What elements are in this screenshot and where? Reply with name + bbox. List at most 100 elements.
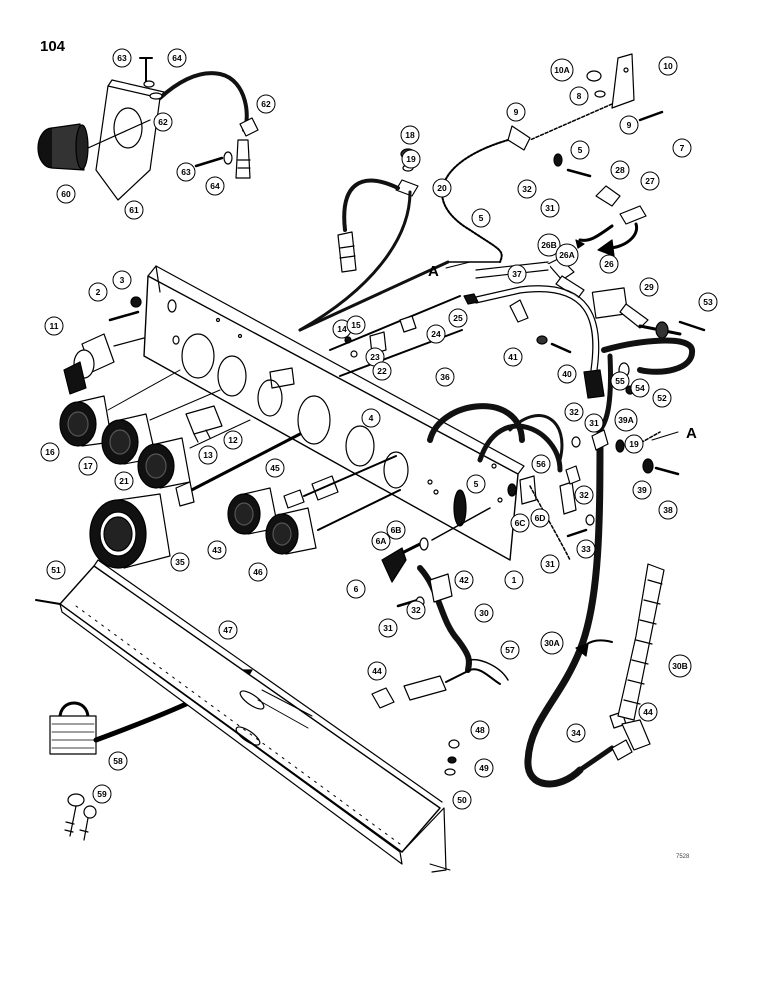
callout-label: 38 [663, 505, 673, 515]
callout-5a: 5 [570, 140, 590, 160]
callout-label: 33 [581, 544, 591, 554]
callout-circle [176, 162, 196, 182]
callout-circle [198, 445, 218, 465]
callout-label: 16 [45, 447, 55, 457]
callout-10a: 10A [550, 58, 574, 82]
callout-circle [540, 198, 560, 218]
callout-circle [256, 94, 276, 114]
callout-label: 62 [158, 117, 168, 127]
callout-circle [448, 308, 468, 328]
callout-63b: 63 [176, 162, 196, 182]
callout-circle [265, 458, 285, 478]
callout-circle [92, 784, 112, 804]
callout-20: 20 [432, 178, 452, 198]
callout-circle [610, 371, 630, 391]
callout-31a: 31 [540, 198, 560, 218]
callout-circle [564, 402, 584, 422]
callout-label: 18 [405, 130, 415, 140]
callout-2: 2 [88, 282, 108, 302]
callout-label: 51 [51, 565, 61, 575]
callout-circle [619, 115, 639, 135]
callout-64b: 64 [205, 176, 225, 196]
callout-circle [371, 531, 391, 551]
callout-44b: 44 [638, 702, 658, 722]
callout-label: 25 [453, 313, 463, 323]
choke-control [381, 465, 581, 583]
callout-circle [584, 413, 604, 433]
callout-label: 42 [459, 575, 469, 585]
callout-36: 36 [435, 367, 455, 387]
callout-circle [474, 603, 494, 623]
callout-label: 32 [569, 407, 579, 417]
callout-circle [599, 254, 619, 274]
callout-label: 24 [431, 329, 441, 339]
callout-circle [205, 176, 225, 196]
callout-circle [112, 48, 132, 68]
callout-circle [435, 367, 455, 387]
callout-circle [386, 520, 406, 540]
callout-label: 36 [440, 372, 450, 382]
callout-label: 60 [61, 189, 71, 199]
page-code: 7528 [676, 854, 690, 860]
callout-circle [557, 364, 577, 384]
callout-circle [400, 125, 420, 145]
lower-cover-panel [35, 559, 451, 873]
callout-circle [108, 751, 128, 771]
callout-circle [471, 208, 491, 228]
callout-64a: 64 [167, 48, 187, 68]
section-a-leader-right [651, 431, 679, 441]
callout-label: 6C [515, 518, 526, 528]
callout-circle [218, 620, 238, 640]
callout-circle [470, 720, 490, 740]
callout-9b: 9 [619, 115, 639, 135]
callout-25: 25 [448, 308, 468, 328]
callout-label: 6B [391, 525, 402, 535]
callout-39a: 39A [614, 408, 638, 432]
callout-27: 27 [640, 171, 660, 191]
callout-52: 52 [652, 388, 672, 408]
callout-circle [531, 454, 551, 474]
callout-11: 11 [44, 316, 64, 336]
callout-22: 22 [372, 361, 392, 381]
callout-33: 33 [576, 539, 596, 559]
callout-6d: 6D [530, 508, 550, 528]
callout-label: 6D [535, 513, 546, 523]
callout-34: 34 [566, 723, 586, 743]
callout-62a: 62 [153, 112, 173, 132]
cover-fasteners [444, 739, 460, 776]
callout-label: 61 [129, 205, 139, 215]
callout-label: 41 [508, 352, 518, 362]
callout-45: 45 [265, 458, 285, 478]
callout-circle [540, 554, 560, 574]
callout-label: 63 [117, 53, 127, 63]
ignition-switch [63, 296, 145, 395]
callout-circle [56, 184, 76, 204]
callout-30: 30 [474, 603, 494, 623]
callout-19b: 19 [624, 434, 644, 454]
callout-label: 6A [376, 536, 387, 546]
callout-13: 13 [198, 445, 218, 465]
callout-circle [640, 171, 660, 191]
callout-circle [44, 316, 64, 336]
callout-circle [576, 539, 596, 559]
callout-label: 19 [629, 439, 639, 449]
callout-circle [124, 200, 144, 220]
callout-label: 45 [270, 463, 280, 473]
callout-50: 50 [452, 790, 472, 810]
callout-38: 38 [658, 500, 678, 520]
assembly-arrow-head [597, 239, 615, 257]
callout-circle [346, 315, 366, 335]
callout-circle [367, 661, 387, 681]
callout-26a: 26A [555, 243, 579, 267]
callout-26b: 26B [537, 233, 561, 257]
section-a-leader-left [445, 261, 471, 269]
callout-19a: 19 [401, 149, 421, 169]
callout-circle [698, 292, 718, 312]
callout-label: 44 [643, 707, 653, 717]
callout-circle [426, 324, 446, 344]
callout-6a: 6A [371, 531, 391, 551]
callout-label: 47 [223, 625, 233, 635]
callout-46: 46 [248, 562, 268, 582]
callout-circle [248, 562, 268, 582]
callout-circle [652, 388, 672, 408]
